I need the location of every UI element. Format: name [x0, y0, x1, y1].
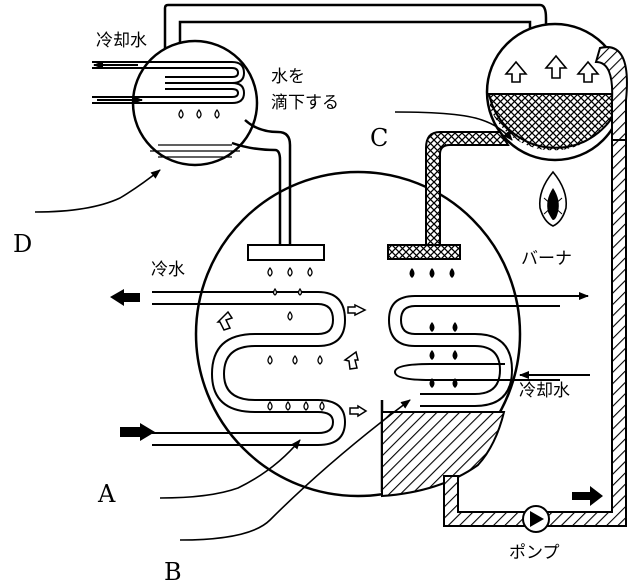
absorber-spray-header	[387, 244, 461, 260]
cold-water-in-arrow	[120, 423, 155, 441]
evaporator-spray-drops	[267, 266, 313, 277]
strong-solution-pipe	[425, 131, 510, 246]
pump-label: ポンプ	[509, 543, 560, 563]
generator-vapor-arrows	[504, 54, 600, 83]
evaporator-coil	[152, 291, 347, 446]
absorber-spray-drops	[409, 268, 455, 278]
callout-label-c: C	[370, 124, 388, 152]
generator-vessel	[485, 22, 625, 162]
pump-icon	[522, 505, 550, 533]
pump-flow-arrow	[572, 486, 603, 506]
drip-water-label-line2: 滴下する	[271, 93, 339, 113]
vapor-flow-arrows	[216, 303, 368, 418]
absorber-coil-drops	[429, 322, 458, 388]
callout-label-a: A	[97, 480, 116, 508]
evaporator-coil-drops	[267, 287, 325, 411]
evaporator-spray-header	[247, 244, 325, 261]
condenser-coil	[92, 61, 246, 104]
callout-label-b: B	[164, 558, 182, 582]
absorbent-solution-pool	[381, 411, 506, 498]
cooling-water-label-right: 冷却水	[519, 381, 570, 401]
absorber-coil	[387, 295, 585, 407]
absorber-evaporator-shell	[194, 170, 522, 498]
vapor-pipe-top	[163, 3, 548, 50]
cold-water-label: 冷水	[151, 260, 185, 280]
callout-label-d: D	[13, 230, 32, 258]
burner-label: バーナ	[521, 249, 572, 269]
callout-leader-lines	[34, 111, 513, 541]
condensate-drops	[178, 108, 220, 119]
cooling-water-label-top: 冷却水	[96, 31, 147, 51]
refrigerant-pipe	[231, 119, 292, 245]
weak-solution-pipe-riser	[594, 46, 628, 141]
cold-water-out-arrow	[110, 289, 140, 306]
drip-water-label-line1: 水を	[271, 67, 305, 87]
burner-flame-icon	[538, 170, 568, 227]
